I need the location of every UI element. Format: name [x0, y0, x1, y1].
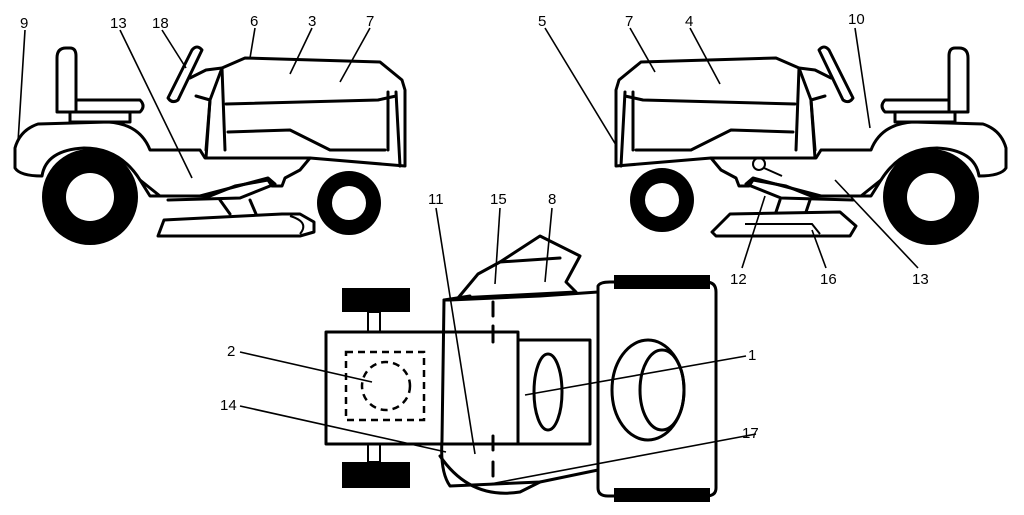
callout-15: 15: [490, 191, 507, 208]
steering-column: [188, 66, 224, 80]
callout-5: 5: [538, 13, 546, 30]
callout-17: 17: [742, 425, 759, 442]
right-side-view: [614, 45, 1008, 245]
callout-18: 18: [152, 15, 169, 32]
callout-14: 14: [220, 397, 237, 414]
seat-back-right: [947, 46, 970, 114]
callout-7-right: 7: [625, 13, 633, 30]
steering-wheel-right: [817, 45, 855, 104]
callout-10: 10: [848, 11, 865, 28]
rear-fender-right: [709, 120, 1008, 198]
leader-lines: [17, 27, 919, 485]
steering-column-right: [797, 66, 833, 80]
top-steering-column: [516, 338, 592, 446]
top-view: [324, 234, 718, 502]
callout-7: 7: [366, 13, 374, 30]
top-hood: [596, 280, 718, 498]
ignition-key: [752, 157, 766, 171]
seat-cushion: [60, 98, 145, 114]
callout-6: 6: [250, 13, 258, 30]
callout-16: 16: [820, 271, 837, 288]
callout-11: 11: [428, 191, 444, 208]
footrest: [138, 176, 277, 202]
callout-9: 9: [20, 15, 28, 32]
hood: [204, 56, 407, 168]
callout-numbers: 9 13 18 6 3 7 5 7 4 10 11 15 8 12 16 13 …: [20, 11, 929, 442]
footrest-right: [744, 176, 883, 202]
left-side-view: [13, 45, 407, 245]
callout-13: 13: [110, 15, 127, 32]
top-seat-outline: [344, 350, 426, 422]
callout-3: 3: [308, 13, 316, 30]
hood-right: [614, 56, 817, 168]
mower-deck: [156, 212, 316, 238]
top-discharge-chute: [456, 234, 582, 300]
mower-deck-right: [710, 210, 858, 238]
top-rear-body: [324, 330, 520, 446]
callout-2: 2: [227, 343, 235, 360]
callout-4: 4: [685, 13, 693, 30]
steering-wheel: [166, 45, 204, 104]
callout-8: 8: [548, 191, 556, 208]
callout-13-right: 13: [912, 271, 929, 288]
top-rear-tire-upper: [342, 288, 410, 312]
seat-cushion-right: [880, 98, 965, 114]
top-rear-tire-lower: [342, 462, 410, 488]
rear-fender: [13, 120, 312, 198]
seat-back: [55, 46, 78, 114]
callout-1: 1: [748, 347, 756, 364]
callout-12: 12: [730, 271, 747, 288]
